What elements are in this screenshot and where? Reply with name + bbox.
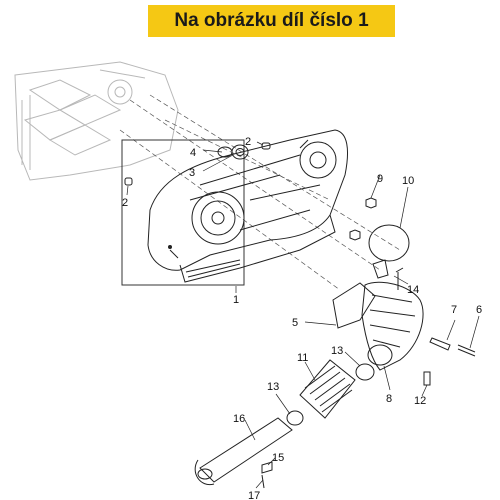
callout-7: 7: [451, 304, 457, 316]
pin-7: [429, 337, 451, 351]
clamp-13-lower: [286, 410, 304, 426]
assembly-lines: [119, 94, 401, 291]
screw-12: [423, 371, 431, 386]
callout-10: 10: [402, 175, 414, 187]
callout-4: 4: [190, 147, 196, 159]
callout-3: 3: [189, 167, 195, 179]
callout-17: 17: [248, 490, 260, 500]
seal-parts-3-4: [217, 144, 249, 160]
bracket-14: [372, 259, 389, 279]
bolt-6: [457, 344, 476, 357]
callout-5: 5: [292, 317, 298, 329]
callout-9: 9: [377, 173, 383, 185]
clip-15: [261, 461, 273, 474]
engine-casing-background: [14, 61, 179, 181]
bellows-hose-11: [299, 359, 356, 419]
callout-6: 6: [476, 304, 482, 316]
callout-15: 15: [272, 452, 284, 464]
dowel-pin-left: [124, 177, 133, 186]
callout-12: 12: [414, 395, 426, 407]
seal-5: [332, 282, 376, 329]
callout-2: 2: [245, 136, 251, 148]
part-1-group-frame: [121, 139, 245, 286]
leader-lines: [126, 141, 480, 489]
callout-11: 11: [297, 352, 308, 364]
title-banner: Na obrázku díl číslo 1: [148, 5, 395, 37]
callout-16: 16: [233, 413, 245, 425]
clamp-13-upper: [355, 363, 375, 381]
callout-14: 14: [407, 284, 419, 296]
dowel-pin-upper: [261, 142, 271, 150]
callout-13: 13: [331, 345, 343, 357]
banner-text: Na obrázku díl číslo 1: [174, 10, 369, 31]
callout-13: 13: [267, 381, 279, 393]
bolt-14: [395, 267, 404, 290]
transmission-cover: [147, 129, 348, 283]
gasket-ring-10: [368, 224, 410, 262]
callout-1: 1: [233, 294, 239, 306]
callout-8: 8: [386, 393, 392, 405]
screw-17: [261, 474, 265, 489]
callout-labels: 1 2 2 3 4 5 6 7 8 9 10 11 12 13 13 14 15…: [122, 136, 482, 500]
air-intake-housing-8: [361, 281, 424, 371]
callout-2: 2: [122, 197, 128, 209]
